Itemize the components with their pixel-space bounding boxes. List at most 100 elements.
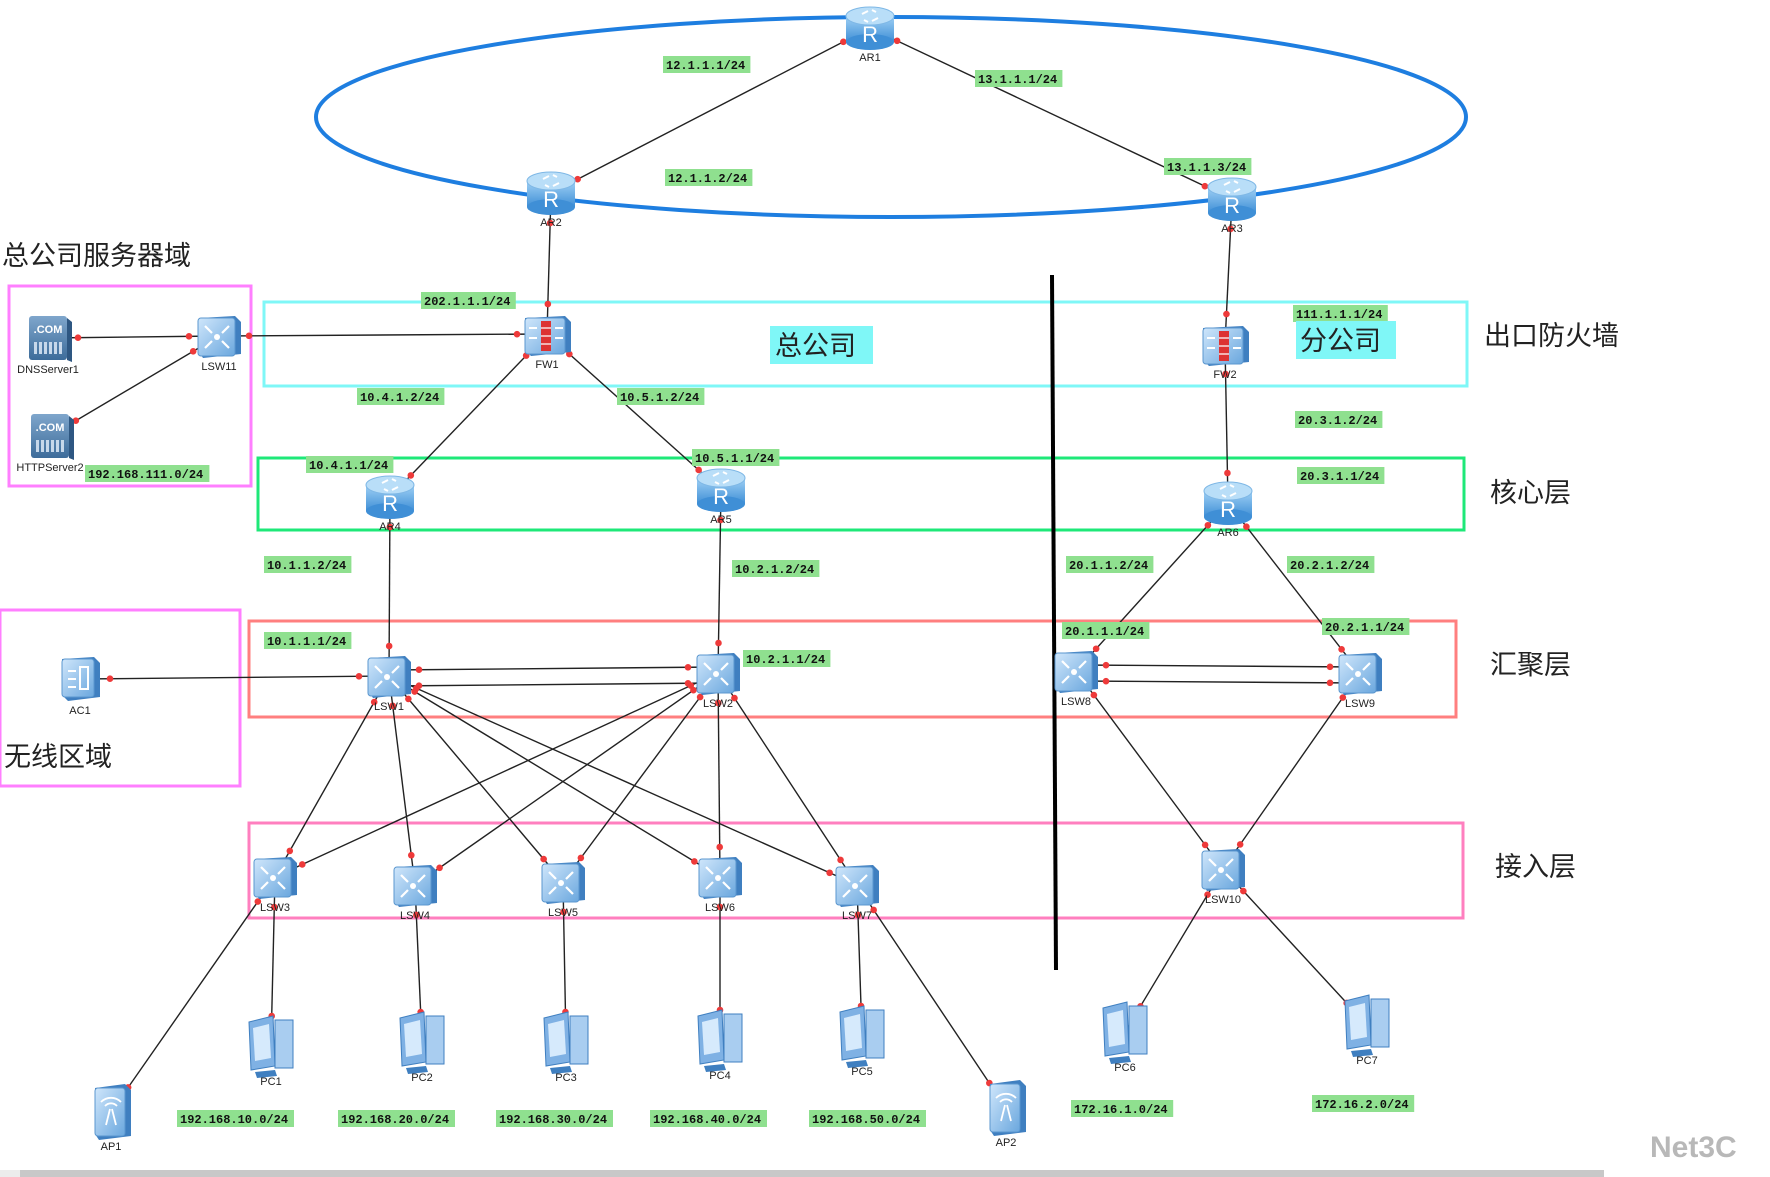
link-fw1-ar5[interactable] <box>546 333 722 491</box>
link-lsw11-fw1[interactable] <box>218 333 548 337</box>
device-lsw2[interactable]: LSW2 <box>696 653 740 710</box>
ip-label: 20.3.1.2/24 <box>1295 411 1383 428</box>
link-dnsserver1-lsw11[interactable] <box>47 335 220 339</box>
pc-icon <box>248 1015 294 1078</box>
zone-label-access: 接入层 <box>1495 852 1576 883</box>
switch-icon <box>696 653 740 695</box>
device-ap1[interactable]: AP1 <box>94 1084 131 1153</box>
device-label: LSW7 <box>842 910 872 922</box>
device-lsw4[interactable]: LSW4 <box>393 865 437 922</box>
device-fw2[interactable]: FW2 <box>1202 326 1249 381</box>
router-icon: R <box>1203 481 1253 525</box>
device-pc7[interactable]: PC7 <box>1344 994 1390 1067</box>
link-lsw1-lsw3[interactable] <box>274 675 390 878</box>
svg-text:.COM: .COM <box>36 422 65 434</box>
link-lsw8-lsw10[interactable] <box>1075 670 1224 870</box>
device-lsw1[interactable]: LSW1 <box>367 656 411 713</box>
link-ar2-fw1[interactable] <box>546 192 552 335</box>
link-lsw2-lsw6[interactable] <box>717 672 721 878</box>
port-dot <box>106 675 114 683</box>
ip-label: 13.1.1.3/24 <box>1164 158 1252 175</box>
svg-text:R: R <box>862 22 878 47</box>
port-dot <box>546 219 554 227</box>
link-lsw2-lsw7[interactable] <box>717 672 858 886</box>
port-dot <box>731 694 738 702</box>
device-label: LSW5 <box>548 907 578 919</box>
link-lsw7-ap2[interactable] <box>856 884 1007 1109</box>
link-lsw2-lsw4[interactable] <box>414 672 719 886</box>
device-pc3[interactable]: PC3 <box>543 1011 589 1084</box>
device-ar2[interactable]: R AR2 <box>526 171 576 229</box>
device-lsw7[interactable]: LSW7 <box>835 865 879 922</box>
device-lsw3[interactable]: LSW3 <box>253 857 297 914</box>
port-dot <box>254 898 262 905</box>
device-lsw11[interactable]: LSW11 <box>197 316 241 373</box>
scrollbar-left-cap[interactable] <box>0 1170 20 1177</box>
link-ac1-lsw1[interactable] <box>79 675 390 680</box>
switch-icon <box>393 865 437 907</box>
link-lsw1-lsw5[interactable] <box>388 675 564 883</box>
svg-text:.COM: .COM <box>34 324 63 336</box>
link-lsw9-lsw10[interactable] <box>1222 672 1361 870</box>
link-lsw1-lsw7[interactable] <box>388 675 858 886</box>
svg-text:10.4.1.1/24: 10.4.1.1/24 <box>309 459 388 473</box>
port-dot <box>1338 646 1345 653</box>
link-ar3-fw2[interactable] <box>1224 198 1233 345</box>
device-lsw6[interactable]: LSW6 <box>698 857 742 914</box>
link-lsw10-pc7[interactable] <box>1222 868 1368 1026</box>
link-lsw1-lsw2[interactable] <box>388 682 719 687</box>
device-pc1[interactable]: PC1 <box>248 1015 294 1088</box>
ip-label: 10.1.1.1/24 <box>264 632 352 649</box>
switch-icon <box>835 865 879 907</box>
link-ar1-ar2[interactable] <box>550 27 871 194</box>
server-zone-box <box>7 284 253 488</box>
device-lsw8[interactable]: LSW8 <box>1054 651 1098 708</box>
port-dot <box>1201 841 1209 849</box>
device-pc5[interactable]: PC5 <box>839 1005 885 1078</box>
link-ar6-lsw9[interactable] <box>1227 502 1361 674</box>
port-dot <box>544 300 552 308</box>
link-lsw8-lsw9[interactable] <box>1075 680 1361 684</box>
device-lsw5[interactable]: LSW5 <box>541 862 585 919</box>
device-ac1[interactable]: AC1 <box>61 657 100 717</box>
link-lsw2-lsw5[interactable] <box>562 672 719 883</box>
device-lsw9[interactable]: LSW9 <box>1338 653 1382 710</box>
device-label: PC3 <box>555 1072 576 1084</box>
device-fw1[interactable]: FW1 <box>524 316 571 371</box>
device-pc4[interactable]: PC4 <box>697 1009 743 1082</box>
device-pc6[interactable]: PC6 <box>1102 1001 1148 1074</box>
horizontal-scrollbar[interactable] <box>20 1170 1604 1177</box>
port-dot <box>566 350 573 358</box>
port-dot <box>413 911 420 919</box>
switch-icon <box>1054 651 1098 693</box>
core-layer-box <box>256 456 1466 532</box>
link-ar6-lsw8[interactable] <box>1075 502 1229 672</box>
link-lsw3-ap1[interactable] <box>110 876 276 1113</box>
port-dot <box>696 693 704 701</box>
svg-text:192.168.10.0/24: 192.168.10.0/24 <box>180 1113 288 1127</box>
device-label: AR2 <box>540 217 561 229</box>
svg-text:20.3.1.1/24: 20.3.1.1/24 <box>1300 470 1379 484</box>
router-icon: R <box>696 468 746 512</box>
device-pc2[interactable]: PC2 <box>399 1011 445 1084</box>
svg-text:R: R <box>543 187 559 212</box>
link-fw2-ar6[interactable] <box>1224 343 1229 504</box>
port-dot <box>837 856 844 864</box>
link-fw1-ar4[interactable] <box>389 333 548 498</box>
watermark: Net3C <box>1650 1131 1737 1164</box>
link-lsw8-lsw9[interactable] <box>1075 664 1361 668</box>
link-lsw2-lsw3[interactable] <box>274 672 719 878</box>
link-lsw1-lsw6[interactable] <box>388 675 721 878</box>
link-lsw1-lsw2[interactable] <box>388 666 719 671</box>
device-ap2[interactable]: AP2 <box>989 1080 1026 1149</box>
link-lsw1-lsw4[interactable] <box>388 675 416 886</box>
port-dot <box>1092 645 1100 653</box>
device-lsw10[interactable]: LSW10 <box>1201 849 1245 906</box>
